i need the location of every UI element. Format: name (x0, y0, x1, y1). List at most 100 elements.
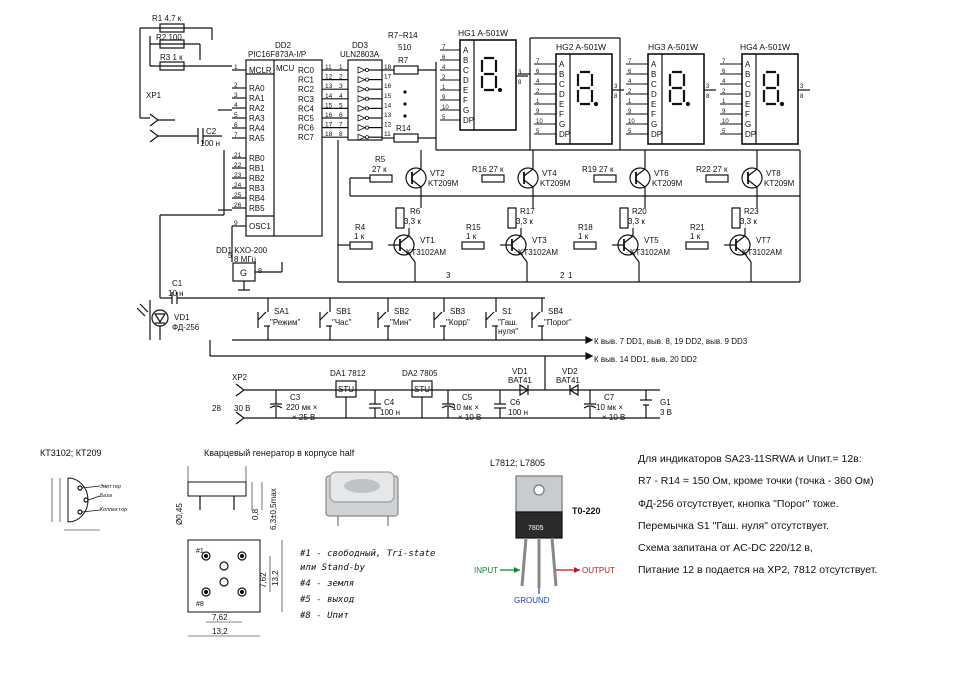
r5-value: 27 к (372, 165, 387, 174)
pic-pin-num: 1 (234, 64, 238, 71)
segment-resistors: R7−R14 510 R7 R14 (382, 31, 437, 150)
uln-pin-num: 16 (384, 83, 392, 90)
r3-label: R3 1 к (160, 53, 183, 62)
vd1-part: BAT41 (508, 376, 532, 385)
r18-value: 1 к (578, 232, 589, 241)
hg-pin-num: 6 (442, 55, 446, 61)
hg-common-pin: 8 (518, 80, 522, 86)
c7-label: C7 (604, 393, 615, 402)
transistor-pinout: КТ3102; КТ209 Эмиттер База Коллектор (40, 448, 127, 531)
hg-seg-c: C (463, 66, 469, 75)
vt8-label: VT8 (766, 169, 781, 178)
seven-segment-indicators: A7B6C4D2E1F9G10DP538A7B6C4D2E1F9G10DP538… (440, 39, 810, 145)
hg-seg-g: G (559, 120, 565, 129)
vt7-part: KT3102AM (742, 248, 782, 257)
vt2-label: VT2 (430, 169, 445, 178)
hg-seg-e: E (559, 100, 564, 109)
hg2-body (555, 53, 613, 145)
sb4-caption: "Порог" (544, 318, 572, 327)
hg-pin-num: 5 (442, 115, 446, 121)
vt1-part: KT3102AM (406, 248, 446, 257)
hg-seg-d: D (745, 90, 751, 99)
hg-pin-num: 4 (628, 79, 632, 85)
hg-common-pin: 3 (614, 84, 618, 90)
vt8-symbol (741, 167, 763, 189)
r7r14-value: 510 (398, 43, 412, 52)
node-2: 2 (560, 271, 565, 280)
regulator-ground: GROUND (514, 596, 550, 605)
hg-seg-e: E (651, 100, 656, 109)
pic-pin-num: 9 (234, 220, 238, 227)
crystal-pin8: #8 (196, 601, 204, 608)
hg-pin-num: 2 (536, 89, 540, 95)
crystal-dim-08: 0,8 (251, 508, 260, 520)
uln-pin-num: 2 (339, 74, 343, 81)
hg-seg-f: F (559, 110, 564, 119)
sb2-caption: "Мин" (390, 318, 411, 327)
c6-value: 100 н (508, 408, 528, 417)
pic-pin-num: 12 (325, 74, 333, 81)
vt3-label: VT3 (532, 236, 547, 245)
c5-label: C5 (462, 393, 473, 402)
pic-pin-num: 21 (234, 152, 242, 159)
hg1-label: HG1 A-501W (458, 28, 508, 38)
note-line-2: R7 - R14 = 150 Ом, кроме точки (точка - … (638, 475, 874, 488)
r6-value: 3,3 к (404, 217, 421, 226)
pic-pin-rb3: RB3 (249, 184, 265, 193)
hg-pin-num: 10 (442, 105, 449, 111)
pic-pin-rc7: RC7 (298, 133, 315, 142)
vt5-part: KT3102AM (630, 248, 670, 257)
r17-label: R17 (520, 207, 535, 216)
vt2-part: KT209M (428, 179, 459, 188)
regulator-title: L7812; L7805 (490, 458, 545, 468)
xp1-label: XP1 (146, 91, 162, 100)
s1-caption: "Гаш. (498, 318, 518, 327)
c4-value: 100 н (380, 408, 400, 417)
regulator-output: OUTPUT (582, 566, 615, 575)
hg-seg-c: C (559, 80, 565, 89)
pic-pin-num: 4 (234, 102, 238, 109)
c3-label: C3 (290, 393, 301, 402)
hg-pin-num: 6 (722, 69, 726, 75)
r3-resistor (159, 61, 185, 71)
uln-pin-num: 1 (339, 64, 343, 71)
hg-pin-num: 1 (442, 85, 446, 91)
crystal-dim-132b: 13,2 (212, 627, 228, 636)
vt7-label: VT7 (756, 236, 771, 245)
r18-label: R18 (578, 223, 593, 232)
hg1-body (459, 39, 517, 131)
hg-pin-num: 7 (442, 45, 446, 51)
r20-value: 3,3 к (628, 217, 645, 226)
r17-value: 3,3 к (516, 217, 533, 226)
crystal-dim-045: Ø0,45 (175, 503, 184, 525)
regulator-input: INPUT (474, 566, 498, 575)
hg-pin-num: 2 (442, 75, 446, 81)
dd3-label: DD3 (352, 41, 369, 50)
pic-pin-rc6: RC6 (298, 124, 315, 133)
hg-seg-dp: DP (745, 130, 756, 139)
hg-pin-num: 10 (722, 119, 729, 125)
pic-pin-num: 18 (325, 131, 333, 138)
crystal-dim-132a: 13,2 (271, 570, 280, 586)
vt4-label: VT4 (542, 169, 557, 178)
vt6-part: KT209M (652, 179, 683, 188)
pic-pin-rc4: RC4 (298, 104, 315, 113)
hg3-body (647, 53, 705, 145)
note-line-1: Для индикаторов SA23-11SRWA и Uпит.= 12в… (638, 453, 862, 465)
sb2-label: SB2 (394, 307, 410, 316)
xp2-pin28: 28 (212, 404, 221, 413)
crystal-dim-762b: 7,62 (212, 613, 228, 622)
vd1-label: VD1 (512, 367, 528, 376)
hg-seg-a: A (745, 60, 751, 69)
pic-pin-rc0: RC0 (298, 66, 315, 75)
xp2-voltage: 30 В (234, 404, 250, 413)
pic-pin-num: 14 (325, 93, 333, 100)
crystal-legend-5: #8 - Uпит (299, 611, 349, 621)
pic-pin-rb0: RB0 (249, 154, 265, 163)
vd1-photo-label: VD1 (174, 313, 190, 322)
vt3-part: KT3102AM (518, 248, 558, 257)
hg-common-pin: 3 (706, 84, 710, 90)
r7-label: R7 (398, 56, 409, 65)
